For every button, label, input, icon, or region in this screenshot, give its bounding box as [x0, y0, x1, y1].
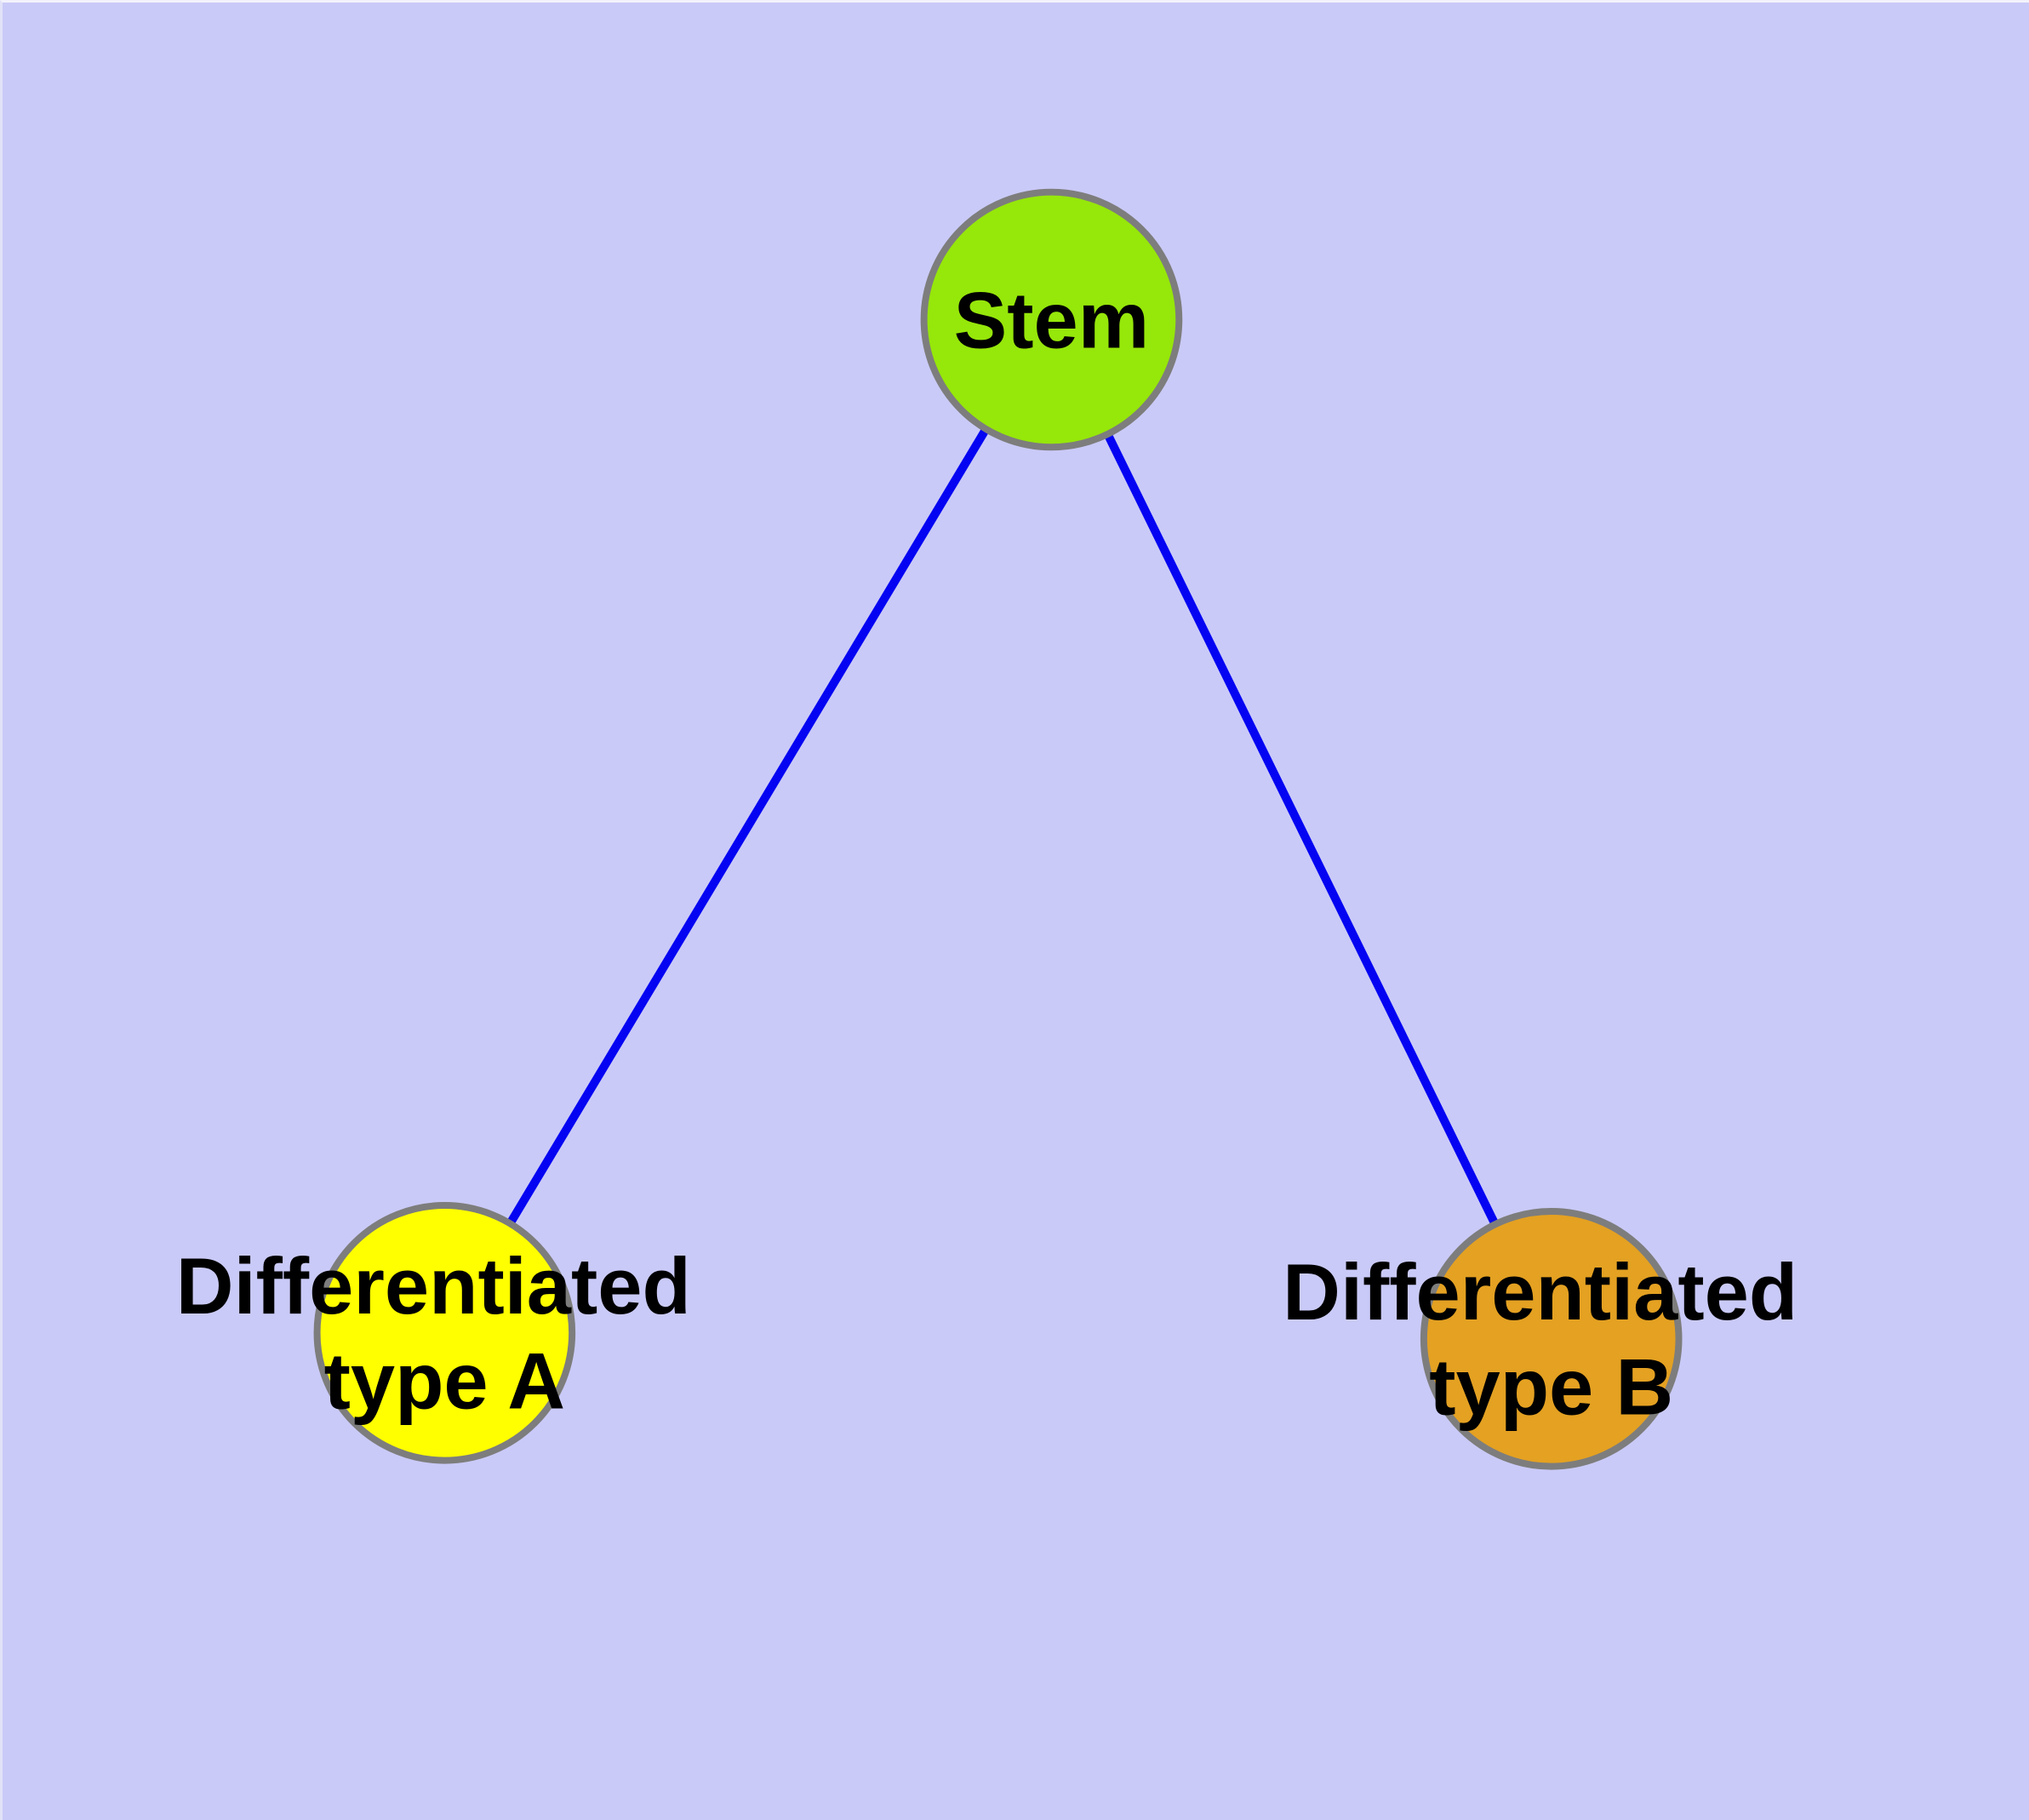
node-differentiated-type-a-circle — [313, 1202, 576, 1464]
edge-stem-to-type-a — [441, 317, 1055, 1336]
stem-cell-differentiation-graph: Stem Differentiated type A Differentiate… — [3, 3, 2029, 1820]
node-differentiated-type-a-label-line2: type A — [324, 1336, 565, 1426]
node-differentiated-type-b-label-line1: Differentiated — [1283, 1247, 1798, 1336]
node-stem-label: Stem — [954, 275, 1150, 364]
node-stem-circle — [920, 188, 1183, 451]
node-differentiated-type-a: Differentiated type A — [176, 1202, 713, 1464]
node-differentiated-type-b-circle — [1420, 1208, 1683, 1470]
node-differentiated-type-b: Differentiated type B — [1283, 1208, 1820, 1470]
node-differentiated-type-a-label: Differentiated type A — [176, 1241, 713, 1426]
node-differentiated-type-b-label-line2: type B — [1429, 1342, 1673, 1432]
node-differentiated-type-b-label: Differentiated type B — [1283, 1247, 1820, 1432]
edge-stem-to-type-b — [1047, 318, 1556, 1341]
node-stem: Stem — [920, 188, 1183, 451]
node-differentiated-type-a-label-line1: Differentiated — [176, 1241, 691, 1331]
